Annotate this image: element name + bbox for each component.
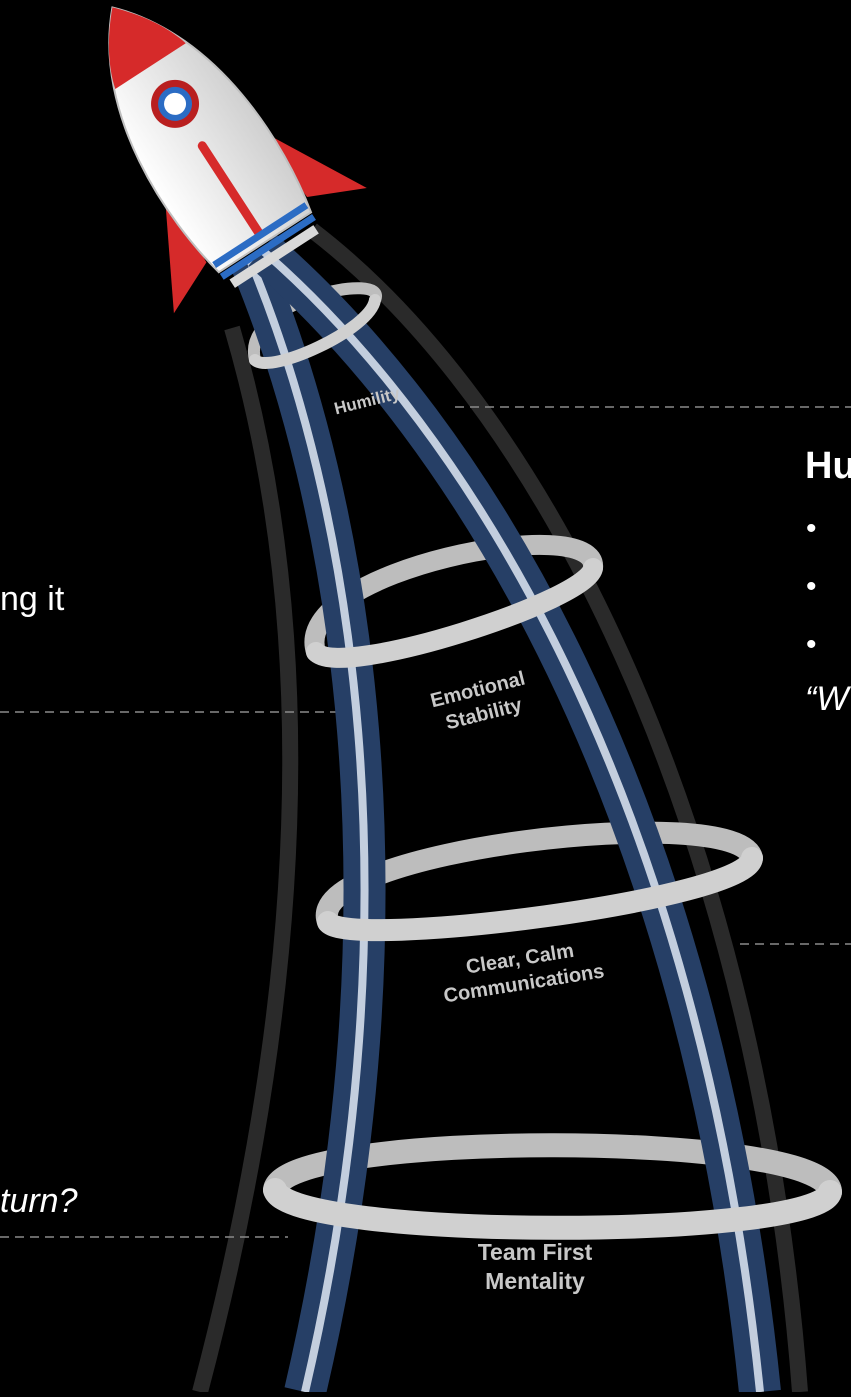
stage-label-team-first-line1: Team First	[455, 1238, 615, 1267]
left-text-fragment-1: ng it	[0, 580, 64, 619]
background-arc-left	[200, 328, 290, 1392]
right-panel-heading: Hu	[805, 445, 851, 488]
left-text-fragment-2: turn?	[0, 1182, 78, 1221]
stage-label-team-first-line2: Mentality	[455, 1267, 615, 1296]
right-panel-bullet-2: •	[806, 570, 817, 604]
stage-label-team-first: Team First Mentality	[455, 1238, 615, 1296]
right-panel-bullet-1: •	[806, 512, 817, 546]
right-panel-bullet-3: •	[806, 628, 817, 662]
right-panel-quote: “W	[805, 680, 848, 719]
